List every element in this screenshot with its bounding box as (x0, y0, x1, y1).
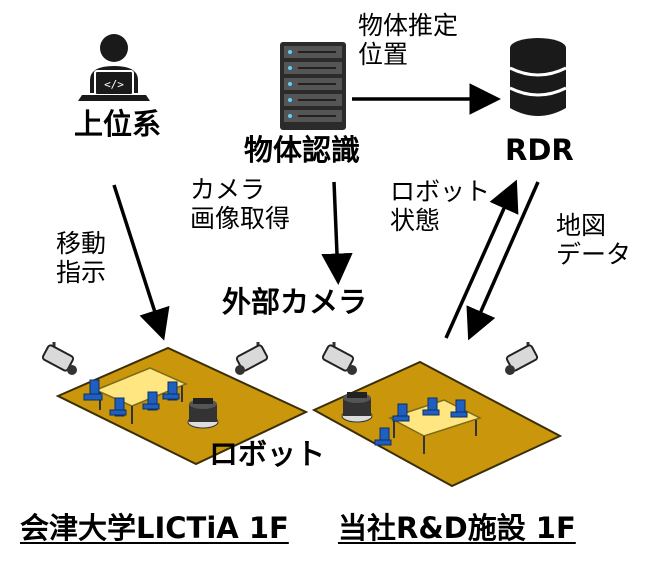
edge-label-object-position: 物体推定 位置 (358, 11, 459, 69)
camera-icon-1 (41, 342, 77, 375)
robot-icon-right (341, 392, 373, 423)
node-upper-system: 上位系 (74, 107, 162, 141)
svg-text:</>: </> (104, 78, 124, 91)
arrow-map-data (466, 181, 540, 341)
edge-label-camera-image: カメラ 画像取得 (190, 175, 291, 233)
camera-icon-2 (235, 342, 269, 375)
edge-label-robot-state: ロボット 状態 (390, 177, 491, 235)
floor-right (311, 360, 563, 488)
camera-icon-3 (321, 342, 357, 375)
camera-icon-4 (505, 342, 539, 375)
arrow-move-instruction (112, 184, 170, 341)
edge-label-map-data: 地図 データ (556, 211, 632, 269)
node-rdr: RDR (505, 133, 574, 167)
site-label-left: 会津大学LICTiA 1F (20, 511, 289, 545)
robot-icon-left (187, 398, 219, 429)
arrow-camera-image (321, 181, 353, 285)
floor-left (55, 346, 309, 466)
site-label-right: 当社R&D施設 1F (338, 511, 576, 545)
node-robot: ロボット (209, 437, 326, 471)
node-external-camera: 外部カメラ (222, 285, 368, 319)
node-object-recognition: 物体認識 (244, 133, 361, 167)
edge-label-move-instruction: 移動 指示 (56, 229, 107, 287)
server-icon (280, 42, 346, 130)
user-laptop-icon: </> (78, 34, 150, 101)
database-icon (509, 38, 567, 116)
arrow-robot-state (444, 179, 519, 339)
